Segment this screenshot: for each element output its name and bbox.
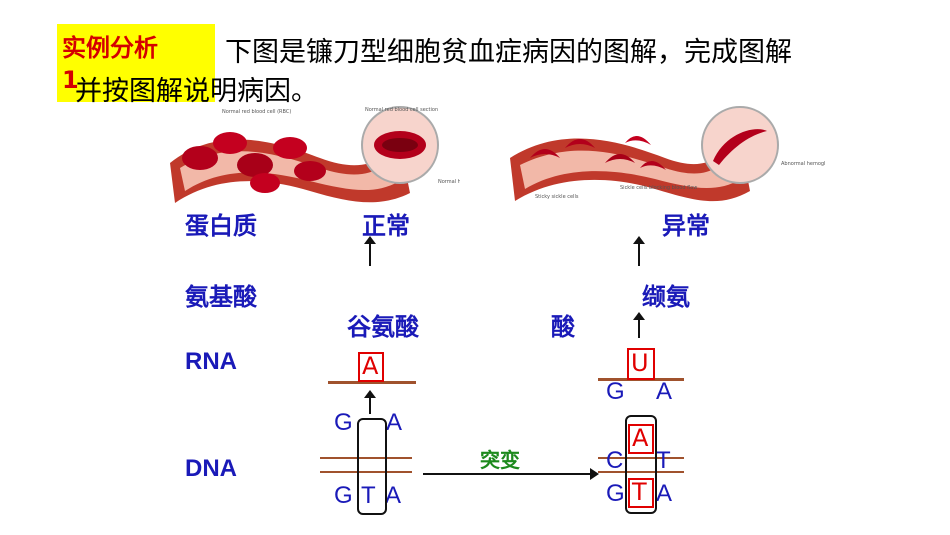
caption-rbc-section: Normal red blood cell section: [365, 107, 438, 113]
caption-normal-hemoglobin: Normal hemoglobin: [438, 179, 460, 185]
normal-dna-bottom-base-2: T: [361, 482, 376, 509]
intro-text-line2: 并按图解说明病因。: [75, 76, 318, 107]
normal-dna-bottom-base-3: A: [385, 482, 402, 509]
normal-protein: 正常: [362, 213, 410, 240]
mutant-base-pair-box: [625, 415, 657, 514]
normal-rna-highlight-box: [358, 352, 384, 382]
sickle-vessel-image: Sticky sickle cells Sickle cells blockin…: [510, 106, 825, 202]
mutant-rna-flank-2: A: [656, 378, 673, 405]
mutant-amino-acid-line1: 缬氨: [642, 284, 690, 311]
mutant-dna-strand-lower: [598, 471, 684, 473]
row-label-protein: 蛋白质: [185, 213, 257, 240]
arrow-shaft-normal-rna: [369, 392, 371, 414]
arrow-up-icon: [633, 236, 645, 244]
normal-dna-top-base-1: G: [334, 409, 353, 436]
badge-number: 1: [62, 66, 79, 94]
row-label-rna: RNA: [185, 348, 237, 375]
caption-abnormal-hemoglobin: Abnormal hemoglobin: [781, 161, 825, 167]
caption-blocking-flow: Sickle cells blocking blood flow: [620, 185, 697, 191]
mutation-label: 突变: [480, 448, 520, 472]
mutation-arrow-shaft: [423, 473, 591, 475]
example-badge: [57, 24, 215, 102]
sickle-blood-vessel-illustration: Sticky sickle cells Sickle cells blockin…: [505, 103, 825, 218]
mutant-dna-bottom-base-2: T: [632, 478, 647, 506]
mutant-dna-bottom-base-1: G: [606, 480, 625, 507]
arrow-up-icon: [364, 390, 376, 398]
mutant-dna-top-base-3: T: [656, 447, 671, 474]
arrow-shaft-mutant-protein: [638, 238, 640, 266]
caption-sticky-sickle: Sticky sickle cells: [535, 194, 579, 200]
mutant-amino-acid-line2: 酸: [551, 314, 575, 341]
normal-dna-strand-upper: [320, 457, 412, 459]
mutant-protein: 异常: [662, 213, 710, 240]
arrow-shaft-normal-protein: [369, 238, 371, 266]
normal-dna-top-base-2: A: [386, 409, 403, 436]
mutant-dna-top-base-1: C: [606, 447, 624, 474]
mutant-dna-top-base-2: A: [632, 424, 649, 452]
mutant-dna-bottom-base-3: A: [656, 480, 673, 507]
mutant-dna-top-highlight-box: [628, 424, 654, 454]
caption-normal-rbc: Normal red blood cell (RBC): [222, 109, 291, 115]
badge-title: 实例分析: [62, 34, 158, 62]
normal-rna-strand: [328, 381, 416, 384]
arrow-shaft-mutant-rna: [638, 314, 640, 338]
normal-blood-vessel-illustration: Normal red blood cell (RBC) Normal red b…: [160, 103, 460, 218]
mutant-rna-base: U: [631, 349, 649, 377]
normal-base-pair-box: [357, 418, 387, 515]
row-label-amino-acid: 氨基酸: [185, 284, 257, 311]
normal-vessel-image: Normal red blood cell (RBC) Normal red b…: [170, 106, 460, 203]
normal-dna-strand-lower: [320, 471, 412, 473]
arrow-right-icon: [590, 468, 599, 480]
mutant-rna-highlight-box: [627, 348, 655, 380]
normal-amino-acid: 谷氨酸: [347, 314, 419, 341]
arrow-up-icon: [633, 312, 645, 320]
row-label-dna: DNA: [185, 455, 237, 482]
intro-text-line1: 下图是镰刀型细胞贫血症病因的图解，完成图解: [225, 37, 792, 68]
mutant-rna-flank-1: G: [606, 378, 625, 405]
normal-rna-base: A: [362, 352, 379, 380]
arrow-up-icon: [364, 236, 376, 244]
mutant-dna-bottom-highlight-box: [628, 478, 654, 508]
mutant-dna-strand-upper: [598, 457, 684, 459]
normal-dna-bottom-base-1: G: [334, 482, 353, 509]
